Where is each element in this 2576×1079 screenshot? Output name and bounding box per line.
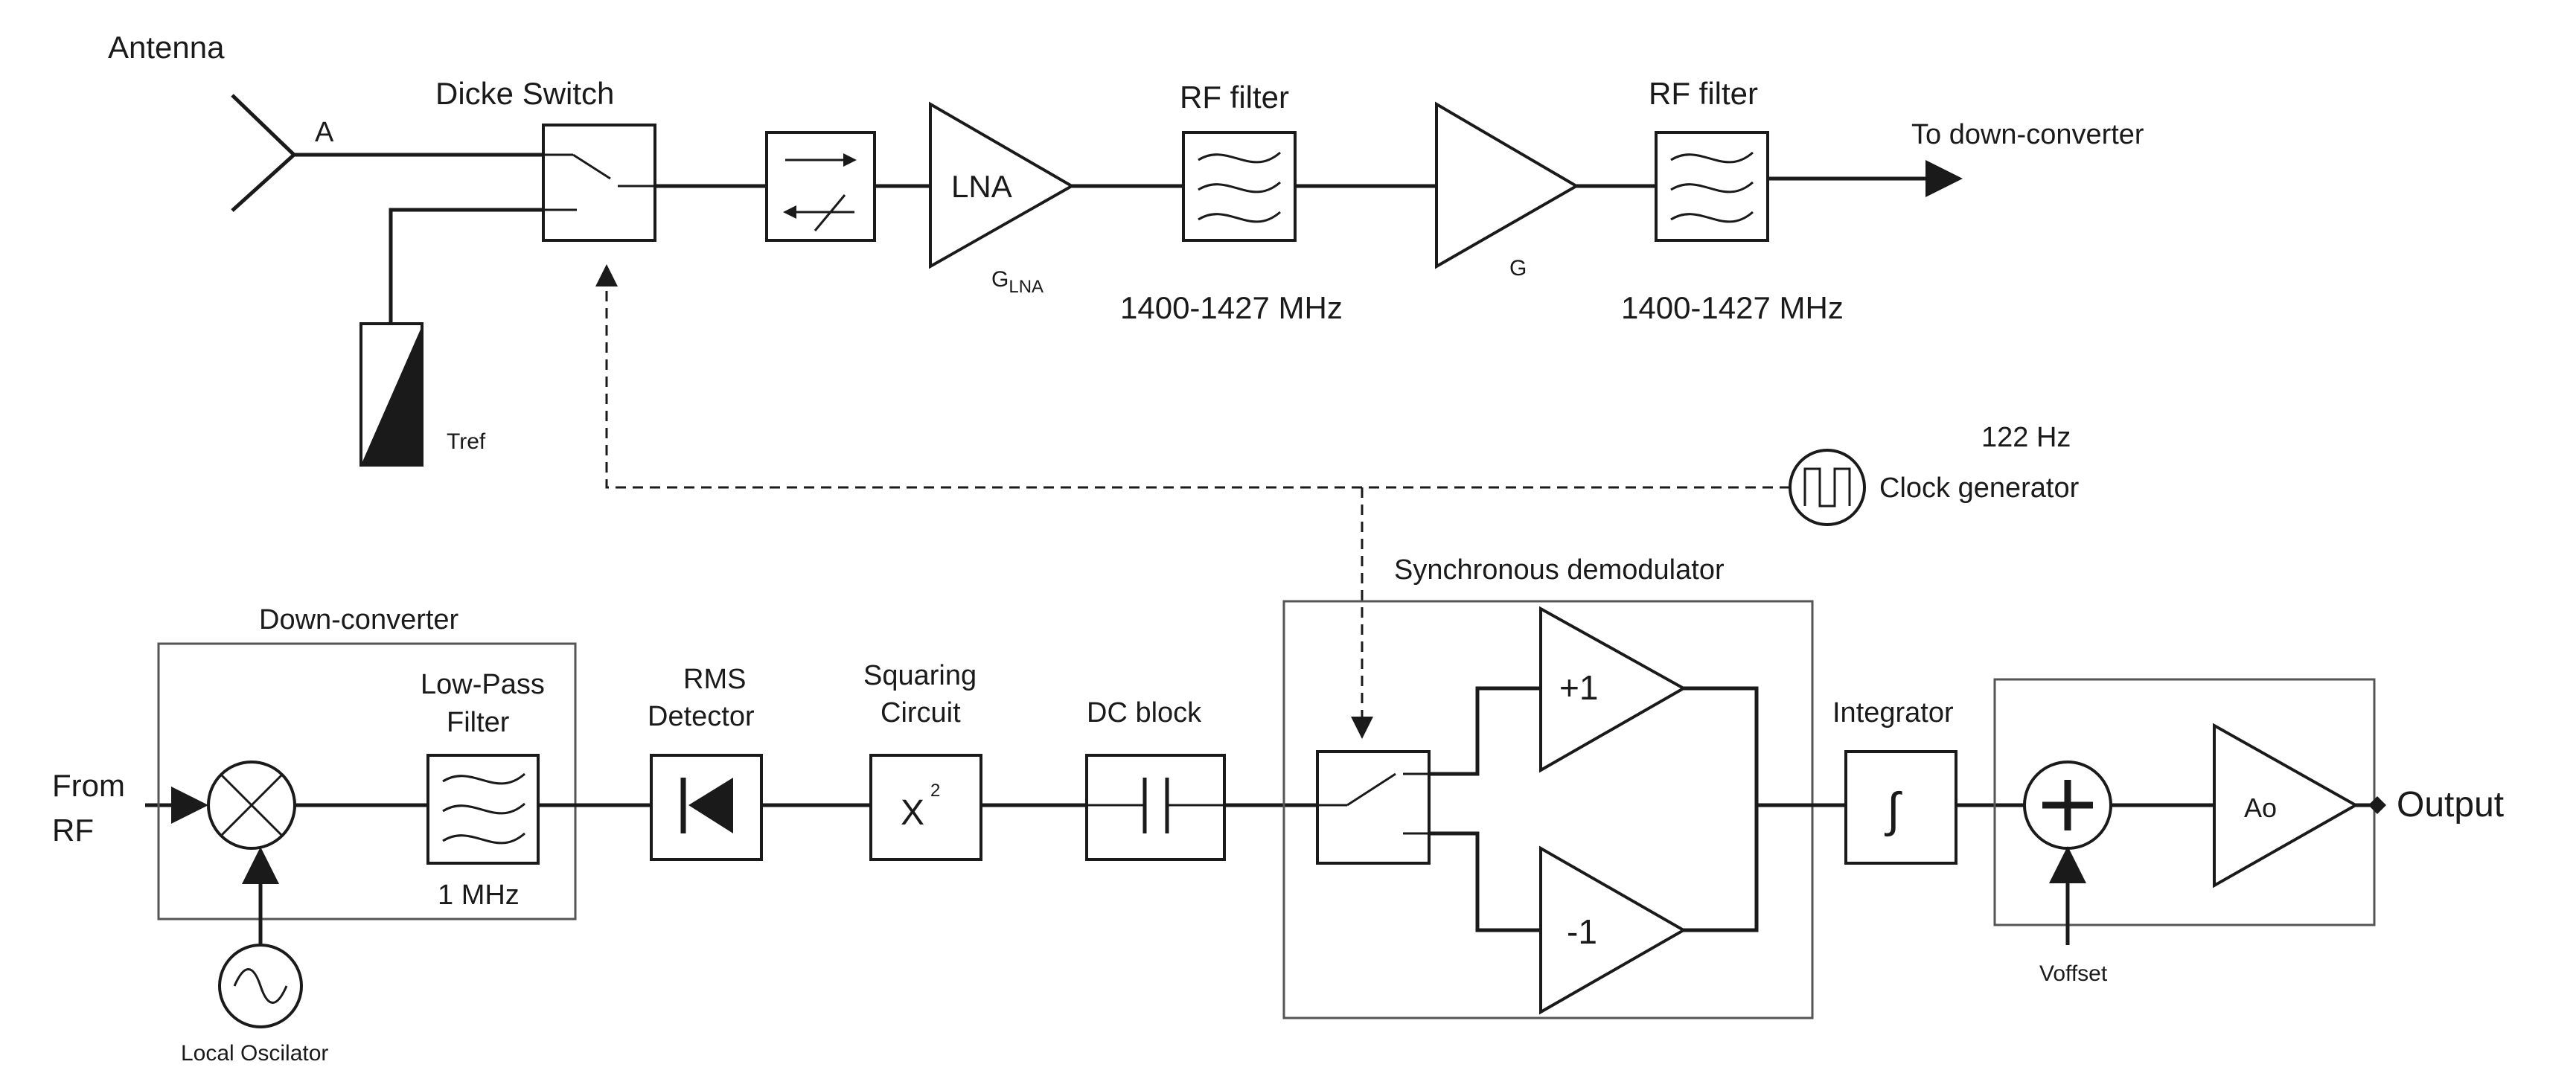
squaring-label-2: Circuit xyxy=(880,697,961,729)
integral-icon: ∫ xyxy=(1884,783,1902,837)
to-down-converter-label: To down-converter xyxy=(1911,119,2144,150)
diode-icon xyxy=(650,754,763,861)
output-terminal-icon xyxy=(2356,796,2386,814)
clock-generator-icon xyxy=(1789,449,1866,526)
demod-upper-path xyxy=(1429,686,1541,776)
lna-amplifier-icon xyxy=(929,101,1076,269)
rms-label-1: RMS xyxy=(683,664,746,695)
rms-label-2: Detector xyxy=(648,701,755,732)
dicke-switch-label: Dicke Switch xyxy=(435,76,614,111)
rf-filter-1-icon xyxy=(1182,131,1297,242)
rf-filter-2-band: 1400-1427 MHz xyxy=(1621,290,1844,325)
clock-freq-label: 122 Hz xyxy=(1981,422,2071,453)
rf-filter-1-band: 1400-1427 MHz xyxy=(1120,290,1343,325)
sync-demod-group xyxy=(1282,600,1814,1019)
low-pass-label-1: Low-Pass xyxy=(421,669,545,700)
dc-block-label: DC block xyxy=(1087,697,1202,729)
squaring-block xyxy=(869,754,982,861)
switch-control-dashed-line xyxy=(595,264,1790,489)
low-pass-filter-icon xyxy=(426,754,540,865)
antenna-icon xyxy=(231,94,297,212)
local-oscillator-label: Local Oscilator xyxy=(181,1041,328,1066)
minus-one-label: -1 xyxy=(1567,912,1597,951)
rf-filter-2-icon xyxy=(1655,131,1769,242)
demod-combine-path xyxy=(1684,686,1759,932)
g-lna-label: GLNA xyxy=(991,267,1043,297)
gain-amplifier-icon xyxy=(1435,101,1579,269)
ao-amplifier-icon xyxy=(2213,723,2359,889)
output-label: Output xyxy=(2397,785,2504,825)
from-rf-label-2: RF xyxy=(52,813,94,848)
antenna-label: Antenna xyxy=(108,30,225,65)
down-converter-label: Down-converter xyxy=(259,604,459,635)
mixer-icon xyxy=(207,761,296,850)
ao-label: Ao xyxy=(2244,793,2277,823)
demod-switch-icon xyxy=(1316,750,1431,865)
plus-one-label: +1 xyxy=(1559,668,1598,707)
minus-one-amplifier-icon xyxy=(1539,845,1687,1015)
low-pass-label-2: Filter xyxy=(447,707,510,738)
sync-demod-label: Synchronous demodulator xyxy=(1394,554,1725,586)
integrator-block xyxy=(1844,750,1957,865)
square-x-label: X xyxy=(901,793,924,833)
capacitor-icon xyxy=(1085,754,1226,861)
summer-plus-icon xyxy=(2023,761,2112,850)
demod-lower-path xyxy=(1429,831,1541,932)
lna-label: LNA xyxy=(951,169,1012,204)
plus-one-amplifier-icon xyxy=(1539,606,1687,773)
tref-line xyxy=(389,208,543,324)
isolator-icon xyxy=(765,131,876,242)
dicke-switch xyxy=(542,124,656,242)
rf-filter-1-label: RF filter xyxy=(1180,80,1289,115)
load-resistor-icon xyxy=(359,322,424,467)
low-pass-bw-label: 1 MHz xyxy=(438,880,520,911)
down-converter-group xyxy=(157,642,577,920)
squaring-label-1: Squaring xyxy=(863,660,977,691)
square-exp-label: 2 xyxy=(930,781,940,801)
integrator-label: Integrator xyxy=(1832,697,1954,729)
rf-filter-2-label: RF filter xyxy=(1649,76,1758,111)
antenna-node-label: A xyxy=(315,117,334,148)
tref-label: Tref xyxy=(447,429,486,454)
from-rf-label-1: From xyxy=(52,768,125,803)
sine-oscillator-icon xyxy=(218,944,303,1028)
clock-generator-label: Clock generator xyxy=(1879,473,2080,504)
gain-g-label: G xyxy=(1509,256,1527,281)
voffset-label: Voffset xyxy=(2039,961,2108,986)
